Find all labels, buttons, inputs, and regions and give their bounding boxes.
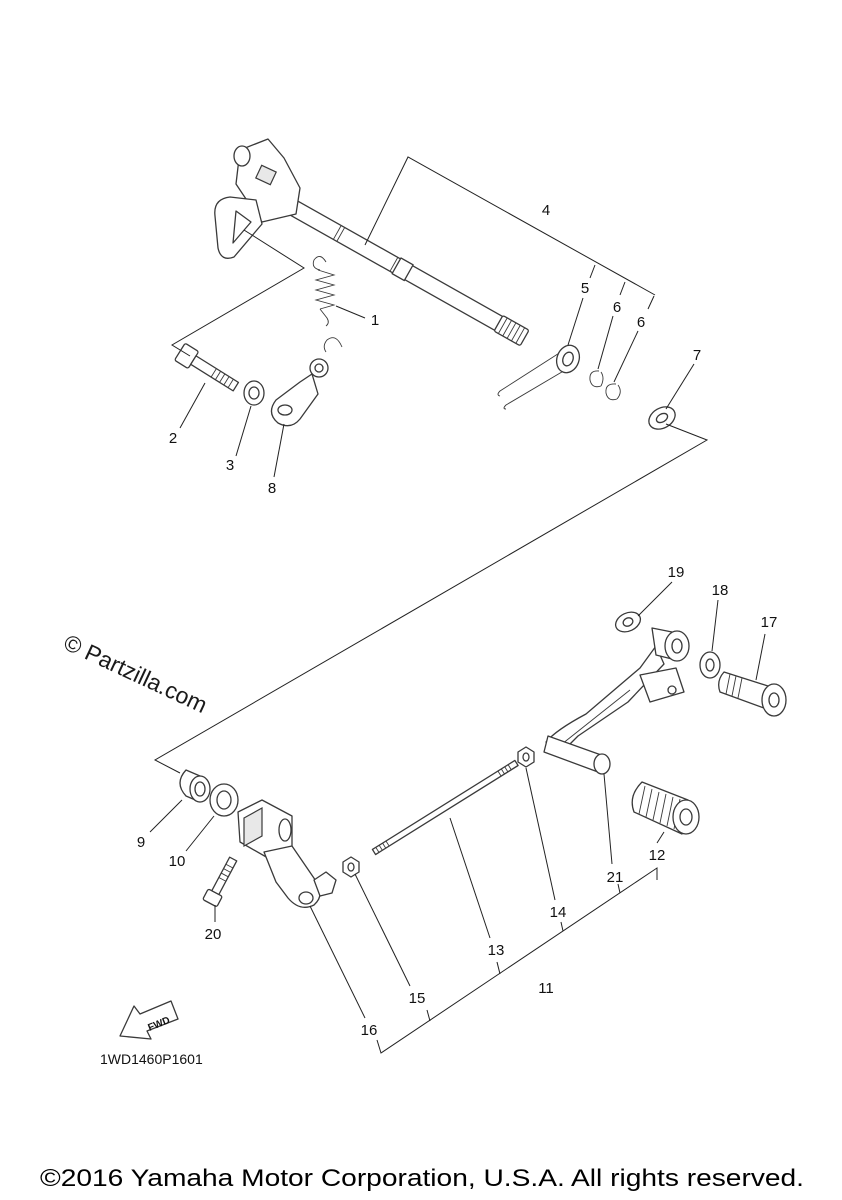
drawing-code: 1WD1460P1601: [100, 1051, 203, 1067]
leader-line: [525, 767, 556, 901]
shift-rod-drawing: [371, 759, 519, 856]
callout-5: 5: [581, 280, 589, 297]
watermark: © Partzilla.com: [60, 629, 211, 718]
callout-1: 1: [371, 312, 379, 329]
leader-lines: [149, 156, 766, 1054]
callout-3: 3: [226, 457, 234, 474]
bolt-drawing: [202, 856, 238, 907]
callout-10: 10: [169, 853, 186, 870]
circlip-drawing: [589, 370, 604, 388]
leader-line: [613, 330, 639, 383]
nut-drawing: [517, 746, 535, 768]
callout-2: 2: [169, 430, 177, 447]
spring-drawing: [312, 256, 336, 327]
callout-8: 8: [268, 480, 276, 497]
washer-drawing: [209, 783, 239, 817]
callout-13: 13: [488, 942, 505, 959]
leader-line: [449, 817, 491, 939]
leader-line: [149, 799, 183, 833]
callout-12: 12: [649, 847, 666, 864]
callout-6: 6: [613, 299, 621, 316]
stopper-lever-drawing: [270, 337, 343, 427]
leader-line: [179, 382, 206, 429]
washer-drawing: [614, 611, 642, 633]
bushing-drawing: [179, 769, 211, 803]
washer-drawing: [243, 380, 265, 406]
leader-line: [665, 363, 695, 410]
bracket-line: [153, 423, 709, 774]
nut-drawing: [342, 856, 360, 878]
circlip-drawing: [605, 383, 621, 401]
shift-pedal-drawing: [543, 627, 690, 775]
leader-line: [309, 905, 366, 1019]
leader-line: [603, 773, 613, 865]
leader-line: [185, 815, 215, 852]
callout-16: 16: [361, 1022, 378, 1039]
leader-line: [496, 961, 501, 975]
callout-11: 11: [538, 980, 554, 997]
leader-line: [235, 405, 252, 457]
leader-line: [567, 297, 584, 346]
leader-line: [637, 581, 673, 617]
copyright-footer: ©2016 Yamaha Motor Corporation, U.S.A. A…: [40, 1165, 804, 1192]
leader-line: [354, 873, 411, 987]
callout-18: 18: [712, 582, 729, 599]
leader-line: [597, 315, 614, 370]
leader-line: [647, 295, 655, 310]
bolt-drawing: [174, 343, 240, 392]
shift-lever-drawing: [237, 799, 337, 908]
leader-line: [617, 883, 621, 894]
leader-line: [273, 423, 285, 478]
shift-shaft-drawing: [281, 196, 529, 346]
callout-17: 17: [761, 614, 778, 631]
pivot-bolt-drawing: [718, 671, 787, 717]
leader-line: [560, 921, 564, 932]
callout-numbers: 1 2 3 4 5 6 6 7 8 9 10 11 12 13 14 15 16…: [137, 202, 778, 1039]
bracket-line: [171, 229, 305, 357]
callout-7: 7: [693, 347, 701, 364]
bracket-line: [376, 867, 658, 1054]
torsion-spring-drawing: [497, 344, 581, 410]
washer-drawing: [648, 406, 676, 430]
callout-9: 9: [137, 834, 145, 851]
bracket-line: [364, 156, 656, 296]
callout-15: 15: [409, 990, 426, 1007]
callout-4: 4: [542, 202, 550, 219]
leader-line: [589, 264, 596, 279]
callout-19: 19: [668, 564, 685, 581]
callout-20: 20: [205, 926, 222, 943]
callout-6: 6: [637, 314, 645, 331]
leader-line: [335, 305, 366, 319]
pedal-rubber-drawing: [631, 781, 700, 835]
leader-line: [711, 599, 719, 652]
forward-arrow-icon: FWD: [119, 1000, 179, 1040]
callout-14: 14: [550, 904, 567, 921]
leader-line: [619, 281, 626, 296]
leader-line: [755, 633, 766, 681]
washer-drawing: [699, 651, 721, 679]
callout-21: 21: [607, 869, 624, 886]
shift-arm-drawing: [214, 138, 301, 259]
leader-line: [656, 831, 665, 844]
leader-line: [426, 1009, 431, 1022]
